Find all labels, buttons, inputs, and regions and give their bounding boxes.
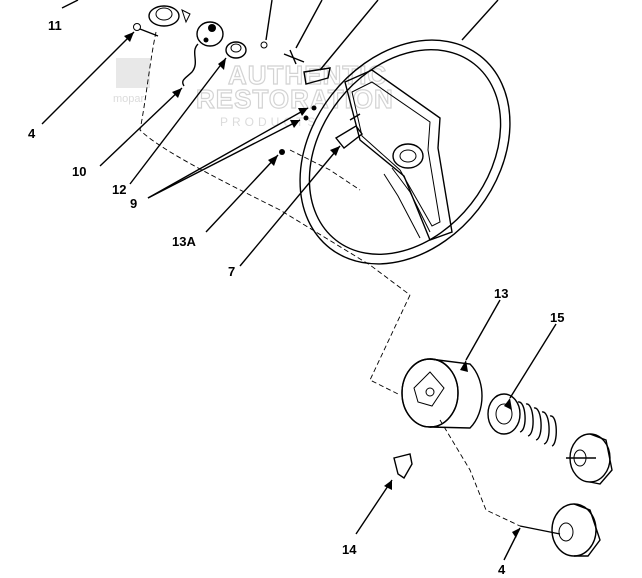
leader-7 — [239, 145, 341, 267]
callout-9: 9 — [130, 196, 137, 211]
leader-9a — [147, 119, 301, 199]
callout-labels: 11 4 10 12 9 13A 7 13 15 14 4 — [28, 18, 564, 577]
wheel-rim-inner — [308, 49, 502, 255]
callout-4-bottom: 4 — [498, 562, 506, 577]
wheel-hub — [392, 143, 424, 169]
leader-12 — [129, 57, 227, 185]
callout-12: 12 — [112, 182, 126, 197]
part-10-horn-switch — [182, 21, 224, 87]
callout-14: 14 — [342, 542, 357, 557]
arrowheads — [124, 32, 520, 538]
leader-top-3 — [319, 0, 379, 71]
watermark-logo-box — [116, 58, 150, 88]
assembly-dashed-lines — [139, 31, 521, 527]
callout-13a: 13A — [172, 234, 196, 249]
part-15-spring-assembly — [487, 393, 557, 447]
callout-15: 15 — [550, 310, 564, 325]
wheel-rim-outer — [299, 39, 511, 265]
watermark-line3: PRODUCTS — [220, 115, 319, 129]
watermark: mopar AUTHENTIC RESTORATION PRODUCTS — [113, 58, 394, 129]
watermark-logo-text: mopar — [113, 93, 145, 105]
part-14-knob — [393, 453, 413, 479]
part-13-horn-cover — [401, 358, 483, 429]
callout-4-top: 4 — [28, 126, 36, 141]
leader-15 — [509, 323, 557, 399]
wheel-lower-spoke — [383, 167, 431, 239]
leader-10 — [99, 87, 183, 167]
part-11-horn-button — [148, 5, 191, 27]
leader-top-4 — [461, 0, 499, 41]
wheel-spoke-inner — [351, 81, 441, 227]
part-12-nut — [225, 41, 247, 59]
steering-wheel — [299, 39, 511, 265]
leader-13 — [465, 299, 501, 361]
callout-11: 11 — [48, 18, 62, 33]
leader-4-top — [41, 31, 135, 125]
hub-lower — [519, 503, 601, 557]
leader-top-1 — [265, 0, 273, 41]
upper-screws-brackets — [260, 41, 363, 155]
leader-11 — [61, 0, 79, 9]
callout-13: 13 — [494, 286, 508, 301]
leader-9b — [147, 107, 309, 199]
watermark-line2: RESTORATION — [196, 84, 394, 114]
leader-top-2 — [295, 0, 323, 49]
callout-7: 7 — [228, 264, 235, 279]
wheel-hub-bore — [399, 149, 417, 163]
wheel-spoke-plate — [344, 69, 453, 241]
leader-lines — [41, 0, 557, 561]
callout-10: 10 — [72, 164, 86, 179]
hub-upper — [566, 433, 613, 485]
leader-13a — [205, 154, 279, 233]
leader-14 — [355, 479, 393, 535]
part-4-screw-top — [133, 23, 159, 37]
